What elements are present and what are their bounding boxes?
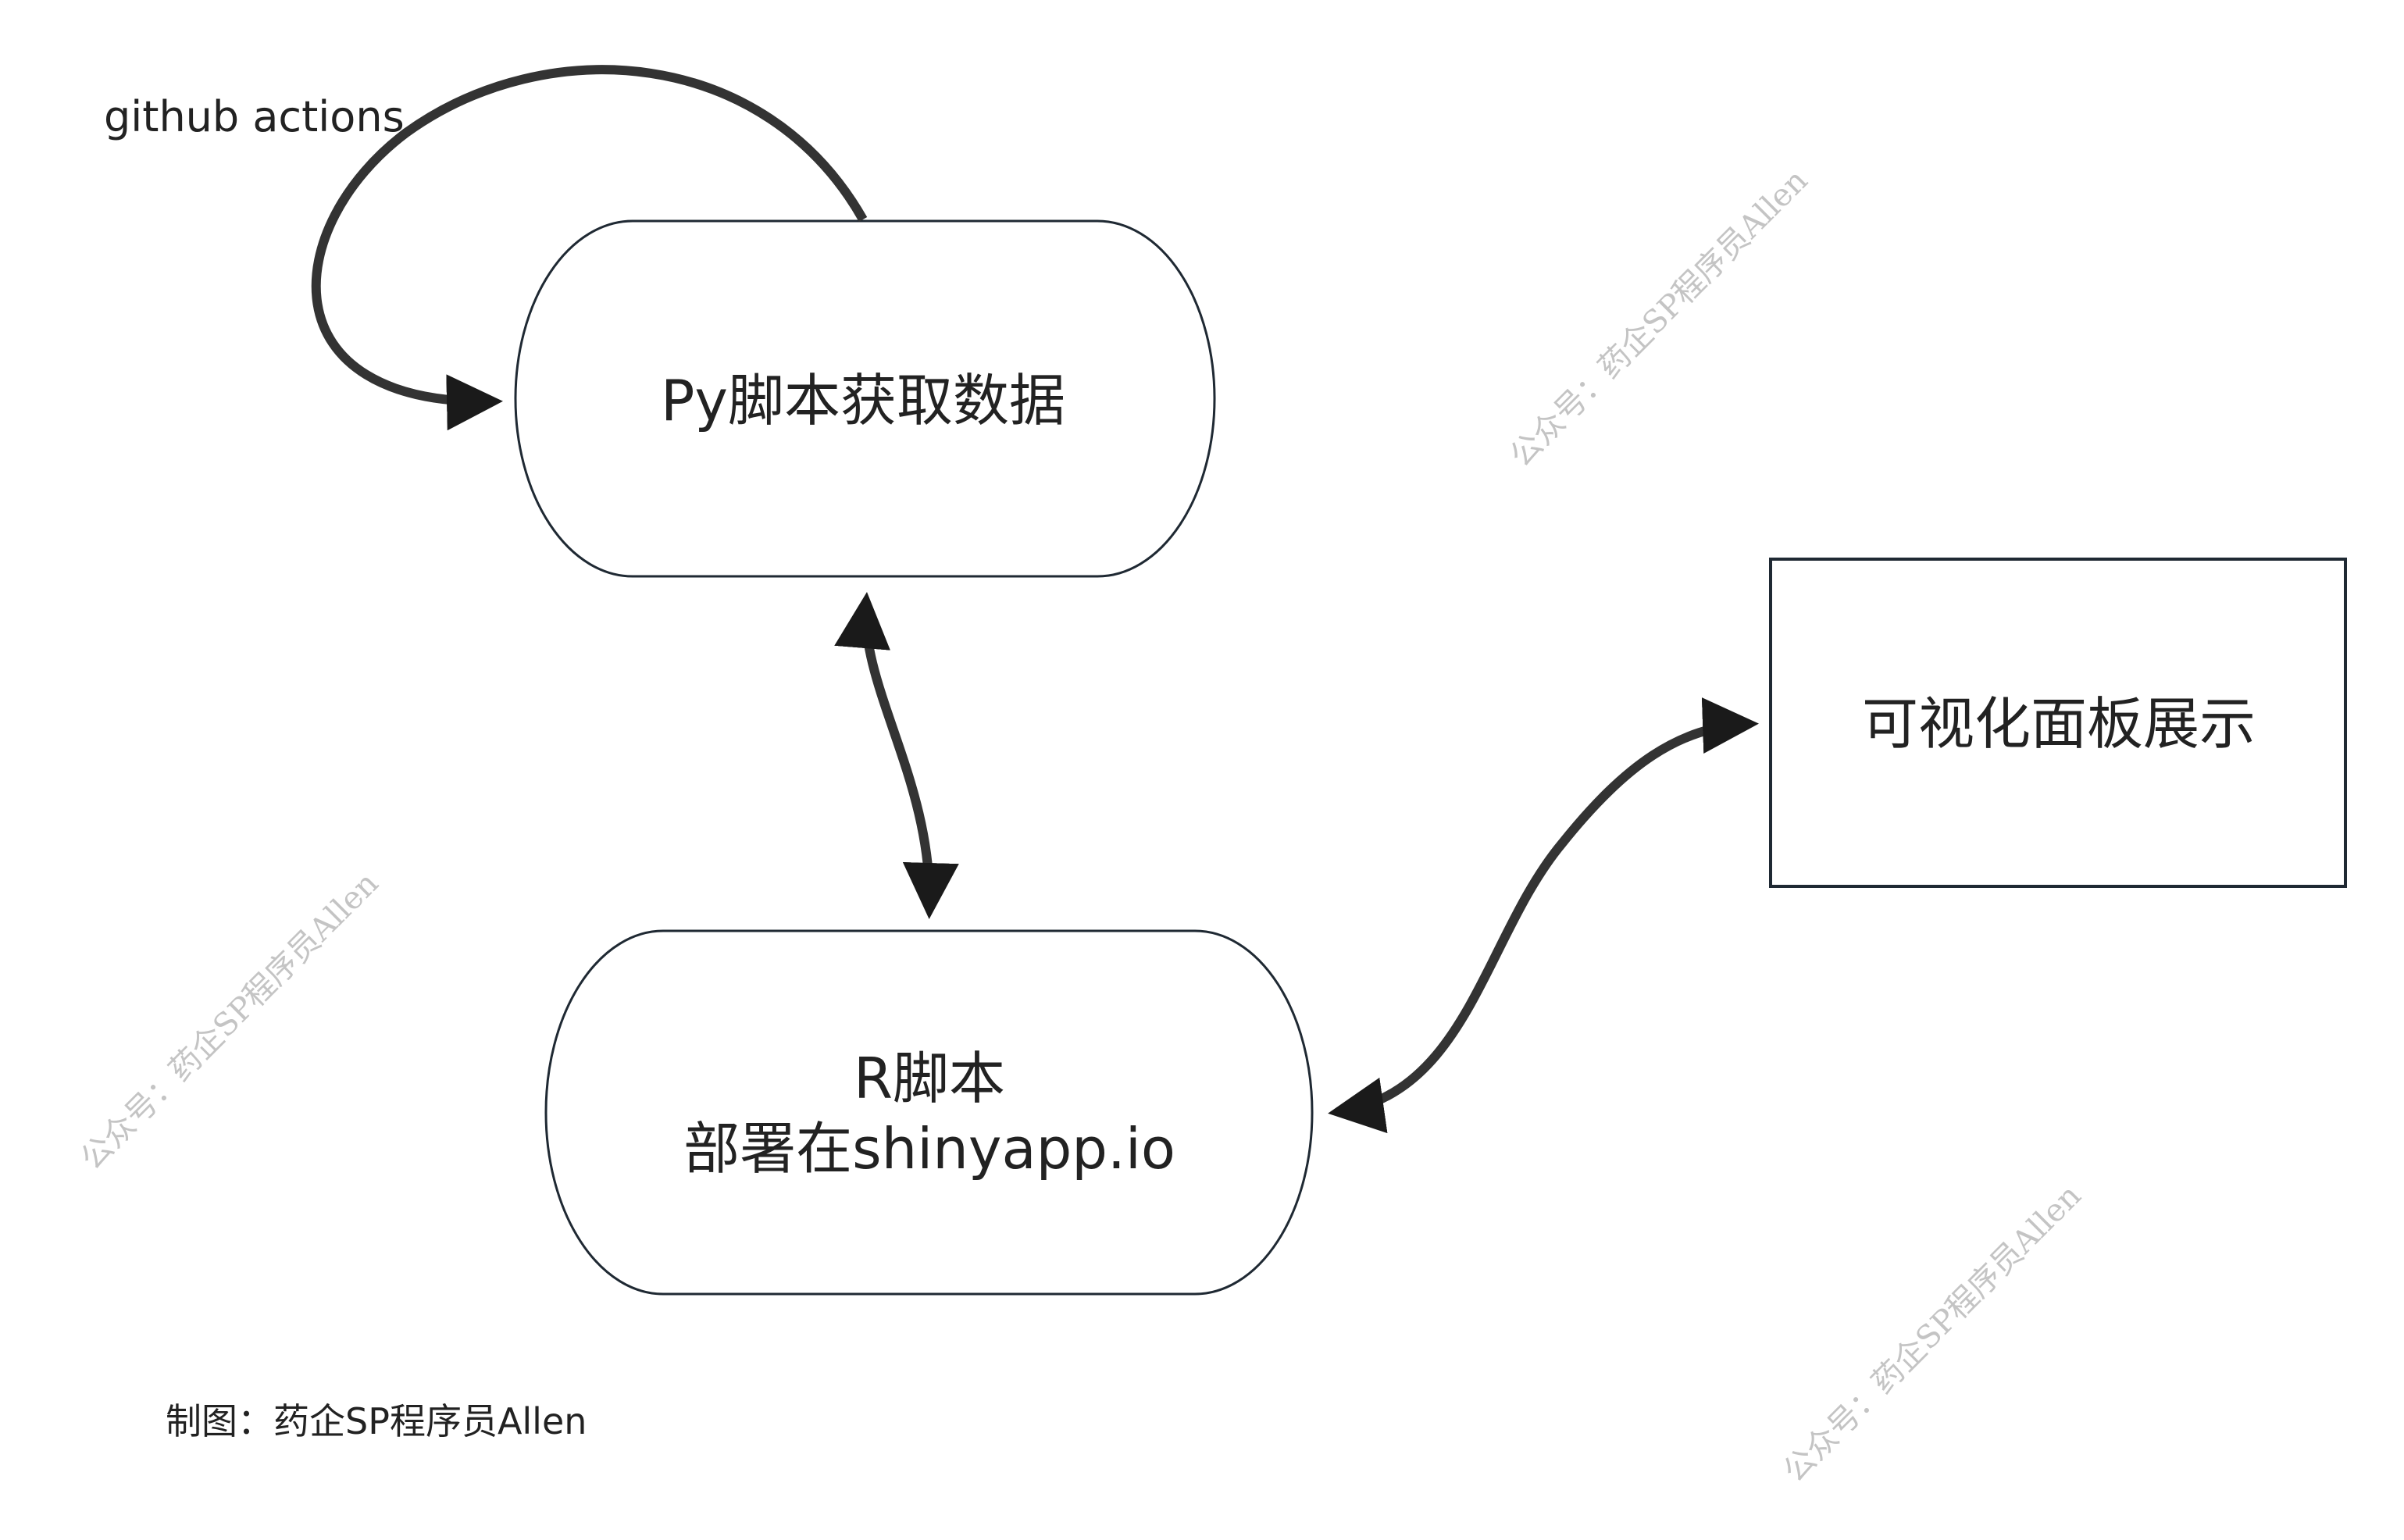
watermark-text: 公众号：药企SP程序员Allen [1503, 162, 1815, 474]
watermark-text: 公众号：药企SP程序员Allen [74, 865, 386, 1177]
node-py-script[interactable] [514, 219, 1216, 578]
node-r-script[interactable] [544, 929, 1314, 1296]
node-py-script-label: Py脚本获取数据 [661, 368, 1065, 433]
loop-arrow-github-actions [311, 65, 868, 431]
node-dashboard[interactable] [1769, 558, 2347, 888]
watermark-layer: 公众号：药企SP程序员Allen 公众号：药企SP程序员Allen 公众号：药企SP… [74, 162, 2088, 1489]
node-r-script-label-line2: 部署在shinyapp.io [683, 1116, 1175, 1182]
github-actions-label: github actions [104, 92, 405, 141]
arrow-r-to-dashboard [1328, 697, 1759, 1134]
watermark-text: 公众号：药企SP程序员Allen [1777, 1178, 2088, 1489]
arrow-py-to-r [834, 592, 959, 919]
footer-credit: 制图：药企SP程序员Allen [166, 1400, 587, 1442]
node-r-script-label-line1: R脚本 [854, 1046, 1005, 1111]
node-dashboard-label: 可视化面板展示 [1862, 691, 2256, 757]
